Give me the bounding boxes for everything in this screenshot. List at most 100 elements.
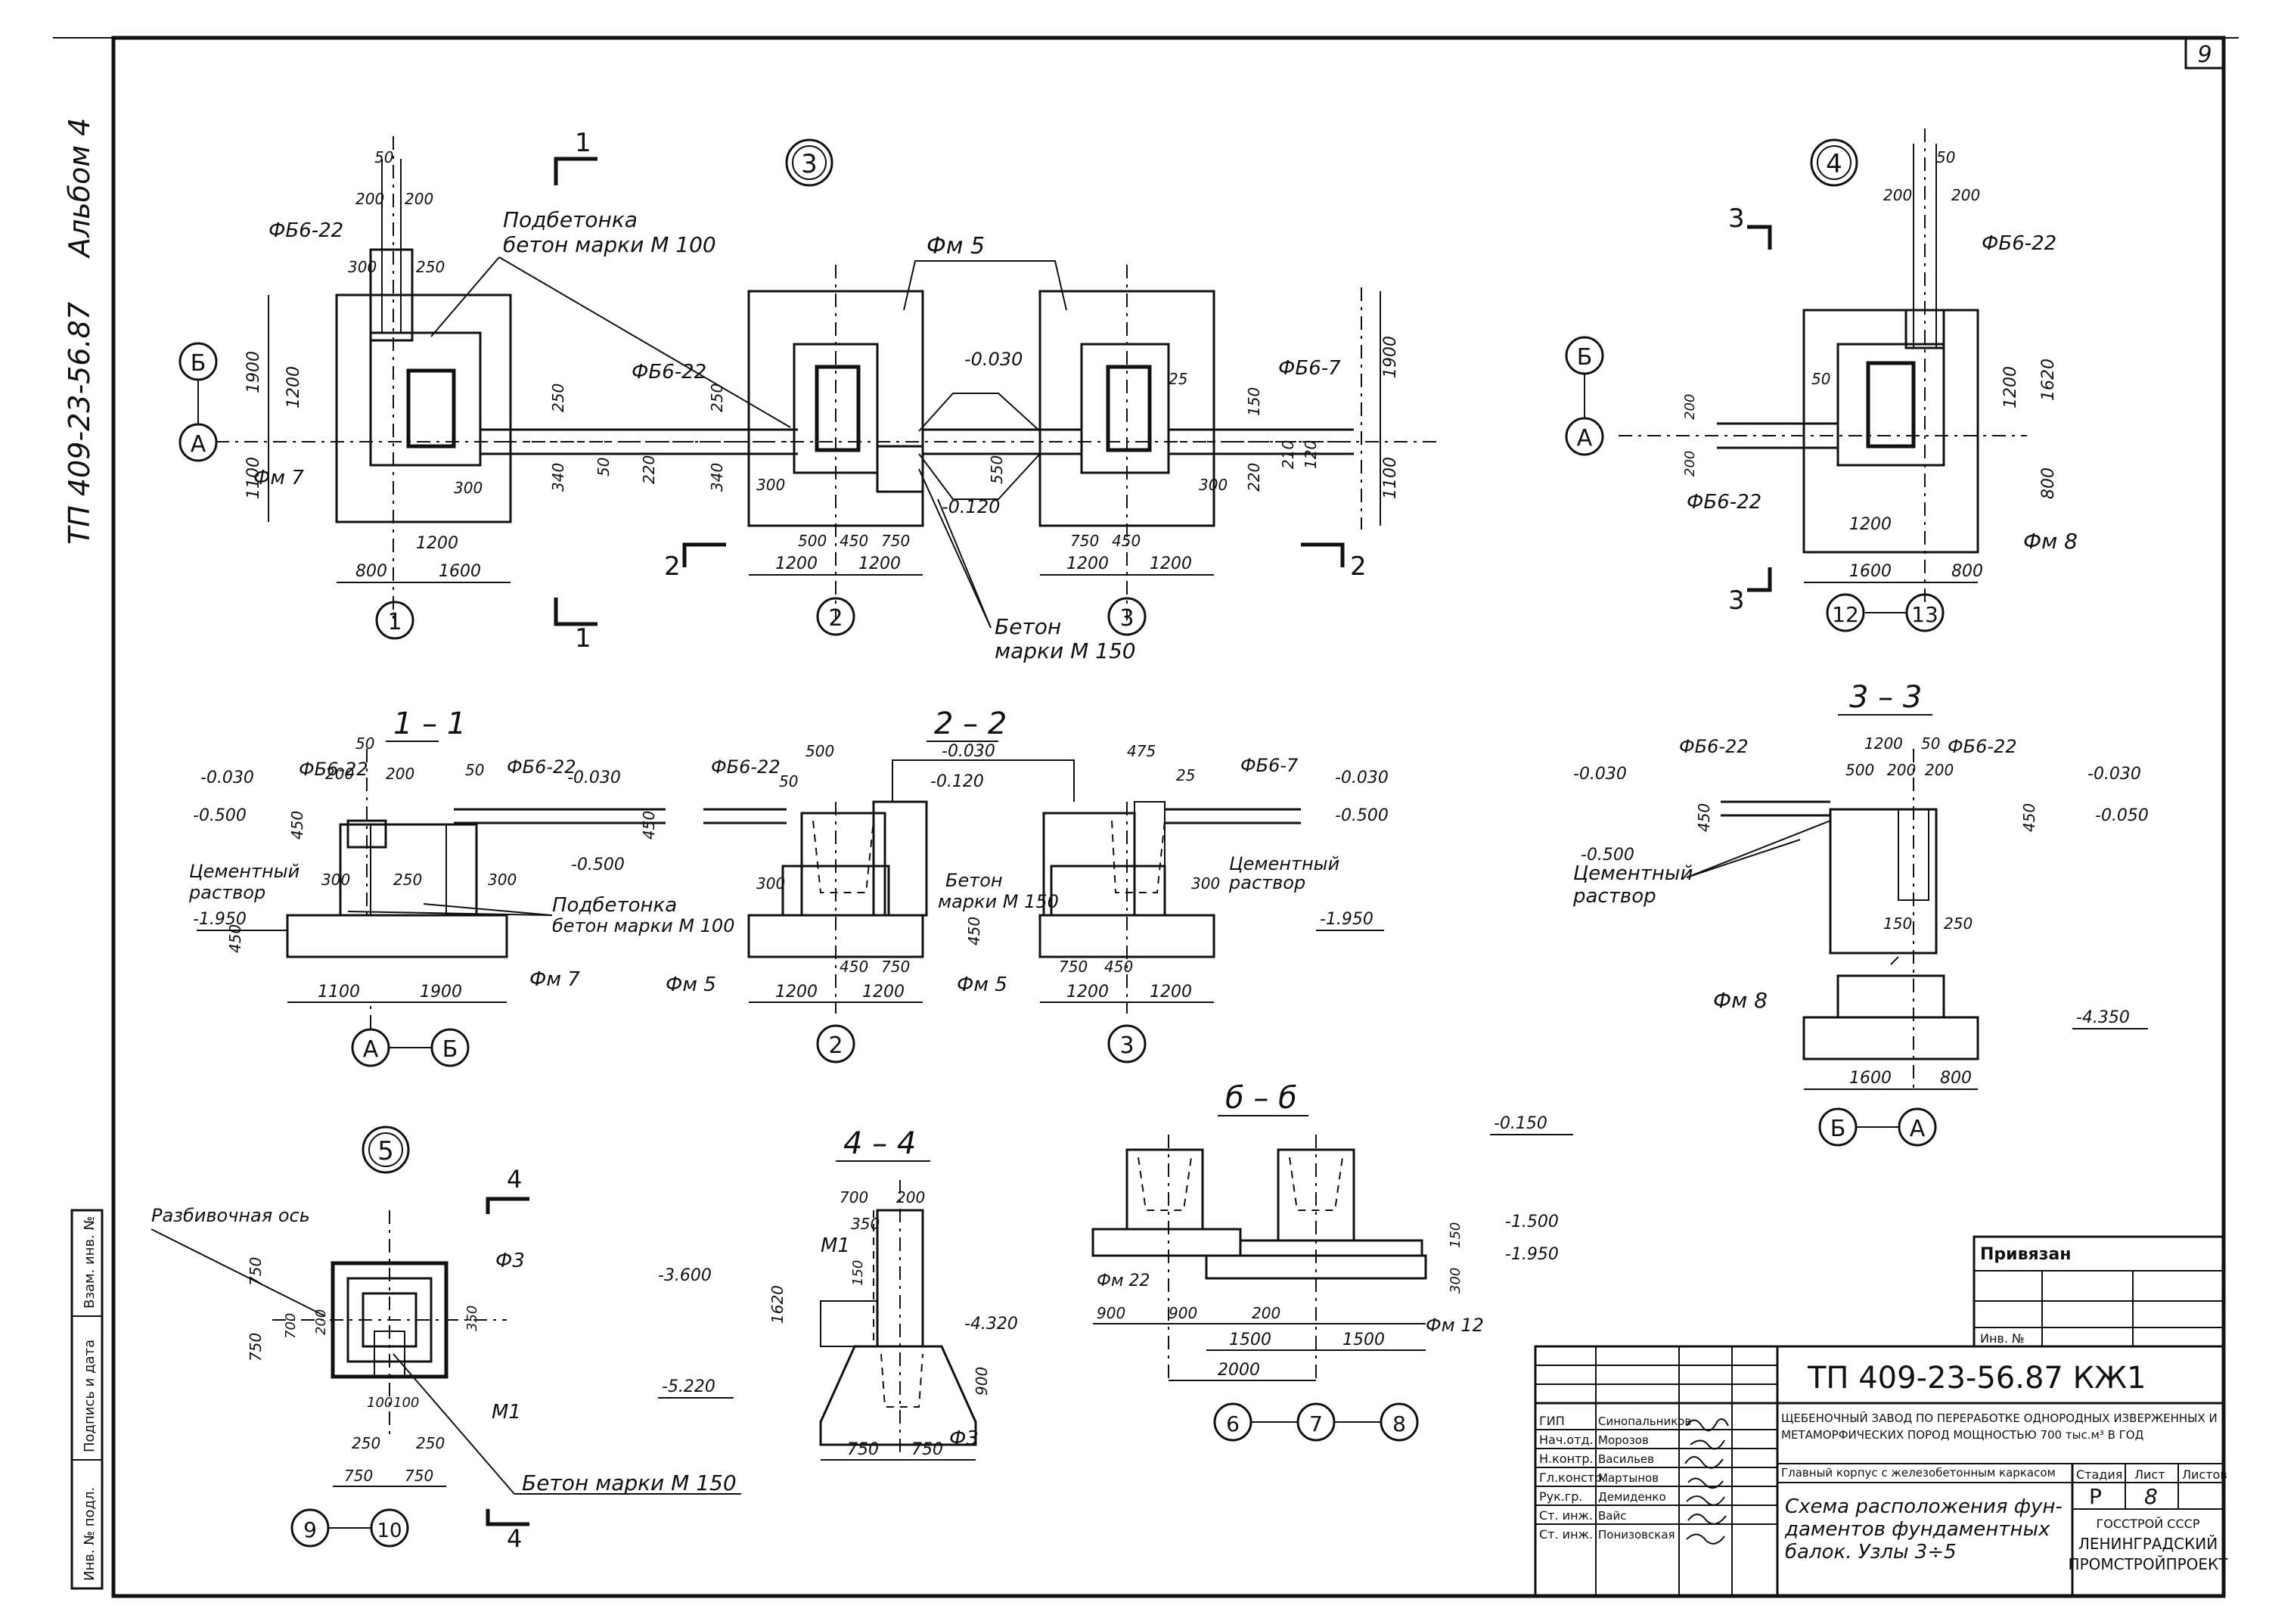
tb-org-1: ГОССТРОЙ СССР: [2097, 1517, 2200, 1531]
axis-1: 1: [387, 609, 402, 635]
dim-450-s22a: 450: [840, 958, 868, 976]
level-bb-1950: -1.950: [1505, 1245, 1559, 1264]
node-3-plan: 3 А: [178, 128, 1437, 663]
axis-A-s33: А: [1910, 1116, 1926, 1142]
dim-340a: 340: [549, 463, 567, 492]
dim-1200-s33: 1200: [1864, 734, 1903, 753]
dim-1200-s22c: 1200: [1066, 983, 1109, 1001]
dim-150-bb: 150: [1448, 1222, 1464, 1248]
dim-50-plan4: 50: [1936, 148, 1955, 166]
tb-name-4: Демиденко: [1598, 1490, 1666, 1504]
tb-stage-h: Стадия: [2076, 1467, 2122, 1482]
dim-450-s33a: 450: [1695, 803, 1713, 832]
label-beton-m150: Бетон марки М 150: [522, 1470, 737, 1495]
cut-2-left: 2: [664, 551, 681, 582]
dim-1200-s22a: 1200: [775, 983, 818, 1001]
dim-200a: 200: [355, 190, 384, 208]
level-s22-1950: -1.950: [1320, 910, 1374, 929]
dim-1100-plan3: 1100: [244, 457, 263, 499]
label-cement-s22-2: раствор: [1228, 872, 1305, 893]
level-s33-4350: -4.350: [2076, 1008, 2130, 1027]
level-s11-030b: -0.030: [567, 769, 621, 787]
dim-1500-bbb: 1500: [1342, 1331, 1385, 1349]
dim-200-plan4d: 200: [1682, 451, 1698, 477]
dim-1200v-plan4: 1200: [2001, 366, 2020, 408]
axis-3-s22: 3: [1119, 1032, 1134, 1059]
level-s11-1950: -1.950: [193, 910, 247, 929]
axis-B-plan4: Б: [1577, 344, 1593, 371]
label-fb622-s33a: ФБ6-22: [1679, 736, 1749, 757]
level-s33-030r: -0.030: [2087, 765, 2141, 784]
section-2-2: 2 – 2 -0.030 -0.120 ФБ6-22 ФБ6-7 Бетон м…: [666, 706, 1389, 1064]
dim-450-fm5r: 450: [1112, 532, 1141, 550]
dim-475-s22: 475: [1127, 742, 1156, 760]
dim-300b: 300: [454, 479, 483, 497]
tb-title-3: балок. Узлы 3÷5: [1785, 1541, 1957, 1563]
dim-1900-plan3: 1900: [244, 351, 263, 393]
dim-1600-s33: 1600: [1849, 1069, 1892, 1088]
level-s22-500r: -0.500: [1335, 806, 1389, 825]
side-code: ТП 409-23-56.87 Альбом 4: [63, 118, 96, 545]
dim-1200-fm5b: 1200: [858, 554, 901, 573]
dim-750-s44b: 750: [911, 1440, 943, 1459]
dim-500-s22: 500: [805, 742, 834, 760]
axis-B-s11: Б: [442, 1036, 458, 1063]
tb-name-3: Мартынов: [1598, 1471, 1659, 1485]
tb-role-0: ГИП: [1539, 1414, 1565, 1428]
axis-8: 8: [1392, 1411, 1406, 1436]
dim-900-bbb: 900: [1169, 1304, 1197, 1322]
dim-150-s33: 150: [1883, 914, 1912, 933]
level-s44-5220: -5.220: [662, 1377, 715, 1396]
label-fb622-plan4b: ФБ6-22: [1687, 491, 1762, 514]
tb-role-4: Рук.гр.: [1539, 1489, 1583, 1504]
section-3-3: 3 – 3 ФБ6-22 ФБ6-22 Цементный раствор Фм…: [1572, 680, 2149, 1147]
dim-200-s33b: 200: [1925, 761, 1954, 779]
axis-B-s33: Б: [1830, 1116, 1846, 1142]
level-s11-500b: -0.500: [571, 855, 625, 874]
label-podbet-s11-2: бетон марки М 100: [552, 915, 734, 936]
axis-2: 2: [828, 605, 843, 632]
dim-200-n5: 200: [313, 1309, 329, 1335]
level-s11-030: -0.030: [200, 769, 254, 787]
dim-1200-fm5a: 1200: [775, 554, 818, 573]
dim-100-n5: 100: [367, 1395, 393, 1411]
tb-org-2: ЛЕНИНГРАДСКИЙ: [2078, 1535, 2218, 1553]
section-3-3-title: 3 – 3: [1849, 680, 1922, 715]
level-bb-150: -0.150: [1494, 1114, 1547, 1133]
axis-A-plan4: А: [1577, 425, 1593, 452]
label-fb622-s11: ФБ6-22: [299, 759, 368, 780]
label-fm12: Фм 12: [1426, 1315, 1484, 1336]
dim-1900-plan3r: 1900: [1381, 336, 1400, 378]
dim-750-fm5r: 750: [1070, 532, 1099, 550]
tb-name-0: Синопальников: [1598, 1414, 1691, 1428]
dim-350-n5: 350: [464, 1306, 480, 1331]
axis-7: 7: [1309, 1411, 1323, 1436]
dim-1200v-plan3: 1200: [284, 366, 303, 408]
tb-sheets-h: Листов: [2182, 1467, 2227, 1482]
dim-50-s11b: 50: [465, 761, 484, 779]
axis-B-plan3: Б: [191, 350, 206, 377]
dim-350-s44: 350: [851, 1215, 880, 1233]
dim-220-beam: 220: [640, 455, 658, 484]
label-podbet-s11-1: Подбетонка: [552, 894, 677, 917]
dim-1900-s11: 1900: [420, 983, 462, 1001]
left-stamp-3: Взам. инв. №: [82, 1216, 98, 1309]
tb-role-1: Нач.отд.: [1539, 1433, 1594, 1447]
label-fm8-plan: Фм 8: [2023, 529, 2078, 554]
label-cement-s33-1: Цементный: [1573, 862, 1693, 885]
dim-250-beam2: 250: [708, 383, 726, 412]
signatures: [1684, 1418, 1729, 1545]
dim-300d: 300: [1199, 476, 1228, 494]
section-bb-title: б – б: [1225, 1081, 1297, 1116]
label-beton-2: марки М 150: [995, 638, 1136, 663]
dim-340b: 340: [708, 463, 726, 492]
dim-210-beamr: 210: [1279, 440, 1297, 469]
cut-4-bottom: 4: [507, 1524, 522, 1553]
axis-2-s22: 2: [828, 1032, 843, 1059]
dim-25-s22: 25: [1176, 766, 1195, 784]
cut-1-bottom: 1: [575, 623, 591, 654]
dim-50-s11: 50: [355, 734, 374, 753]
label-f3-n5: Ф3: [495, 1250, 525, 1272]
tb-privyazan: Привязан: [1980, 1245, 2071, 1264]
label-cement-s11-1: Цементный: [189, 861, 300, 882]
